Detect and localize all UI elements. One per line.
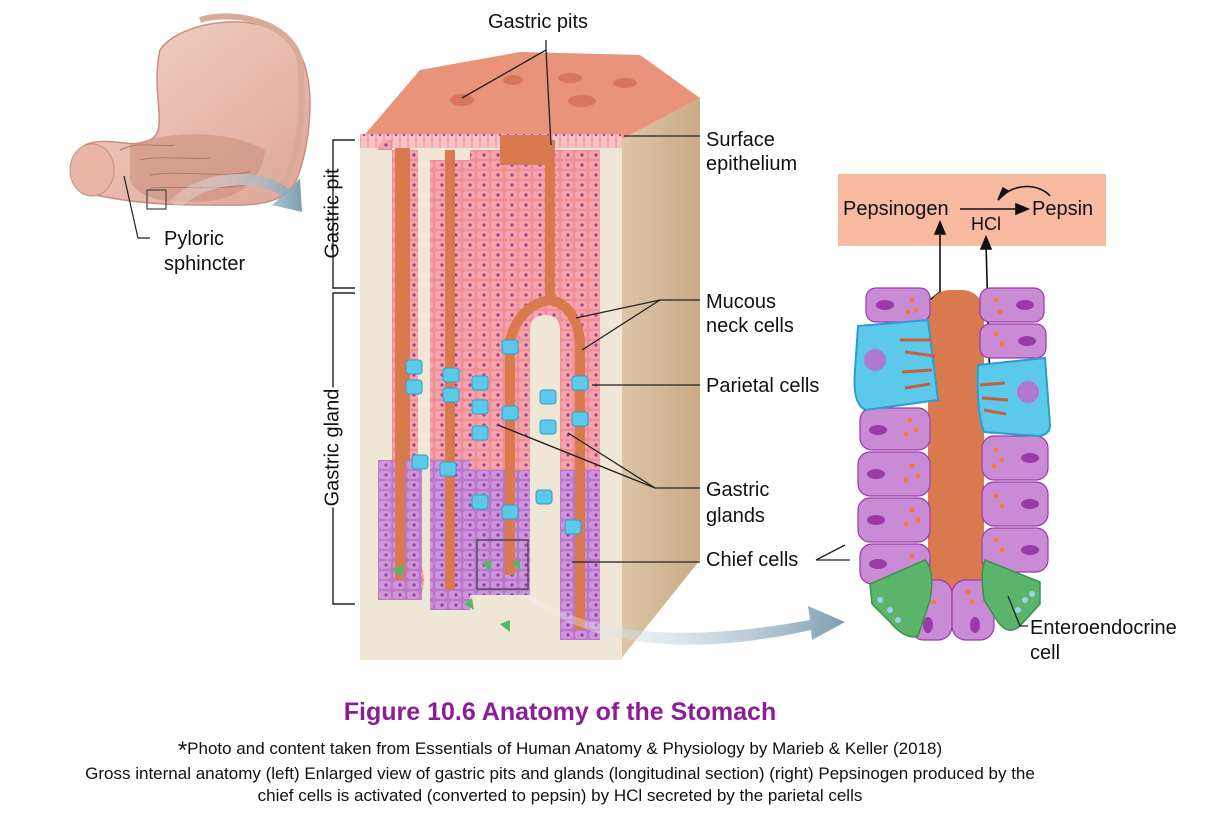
zoom-arrow-2: [528, 595, 845, 645]
gastric-tissue-block: [360, 52, 700, 660]
label-gastric-gland: Gastric gland: [321, 387, 345, 508]
label-gastric-pit: Gastric pit: [321, 168, 344, 259]
label-gastric-glands-2: glands: [706, 505, 765, 527]
figure-title: Figure 10.6 Anatomy of the Stomach: [343, 698, 777, 726]
pyloric-leader: [123, 175, 150, 239]
label-enteroendocrine-2: cell: [1030, 642, 1061, 664]
reaction-substrate: Pepsinogen: [843, 198, 949, 220]
zoom-arrow-1: [170, 173, 302, 212]
caption-source: *Photo and content taken from Essentials…: [0, 737, 1120, 765]
stomach-detail-box: [146, 189, 167, 210]
label-pyloric-2: sphincter: [164, 253, 246, 275]
caption-asterisk: *: [177, 737, 188, 764]
label-chief-cells: Chief cells: [706, 549, 799, 571]
label-surface-epithelium-1: Surface: [706, 129, 775, 151]
reaction-product: Pepsin: [1032, 198, 1094, 220]
label-pyloric-1: Pyloric: [164, 228, 225, 250]
label-mucous-neck-1: Mucous: [706, 291, 777, 313]
label-gastric-glands-1: Gastric: [706, 479, 770, 501]
enlarged-gland: [853, 287, 1052, 641]
stomach-illustration: [69, 13, 1106, 660]
label-mucous-neck-2: neck cells: [706, 315, 794, 337]
reaction-box: [838, 174, 1106, 246]
reaction-catalyst: HCl: [971, 214, 1001, 234]
caption-line-1: Gross internal anatomy (left) Enlarged v…: [85, 764, 1035, 783]
label-surface-epithelium-2: epithelium: [706, 153, 798, 175]
label-gastric-pits: Gastric pits: [488, 11, 589, 33]
stomach-gross-anatomy: [69, 13, 311, 239]
caption-line-2: chief cells is activated (converted to p…: [257, 786, 863, 805]
label-parietal-cells: Parietal cells: [706, 375, 820, 397]
gland-detail-box: [476, 539, 529, 590]
label-enteroendocrine-1: Enteroendocrine: [1030, 617, 1177, 639]
caption-source-text: Photo and content taken from Essentials …: [187, 739, 943, 758]
leader-lines: [461, 40, 850, 563]
